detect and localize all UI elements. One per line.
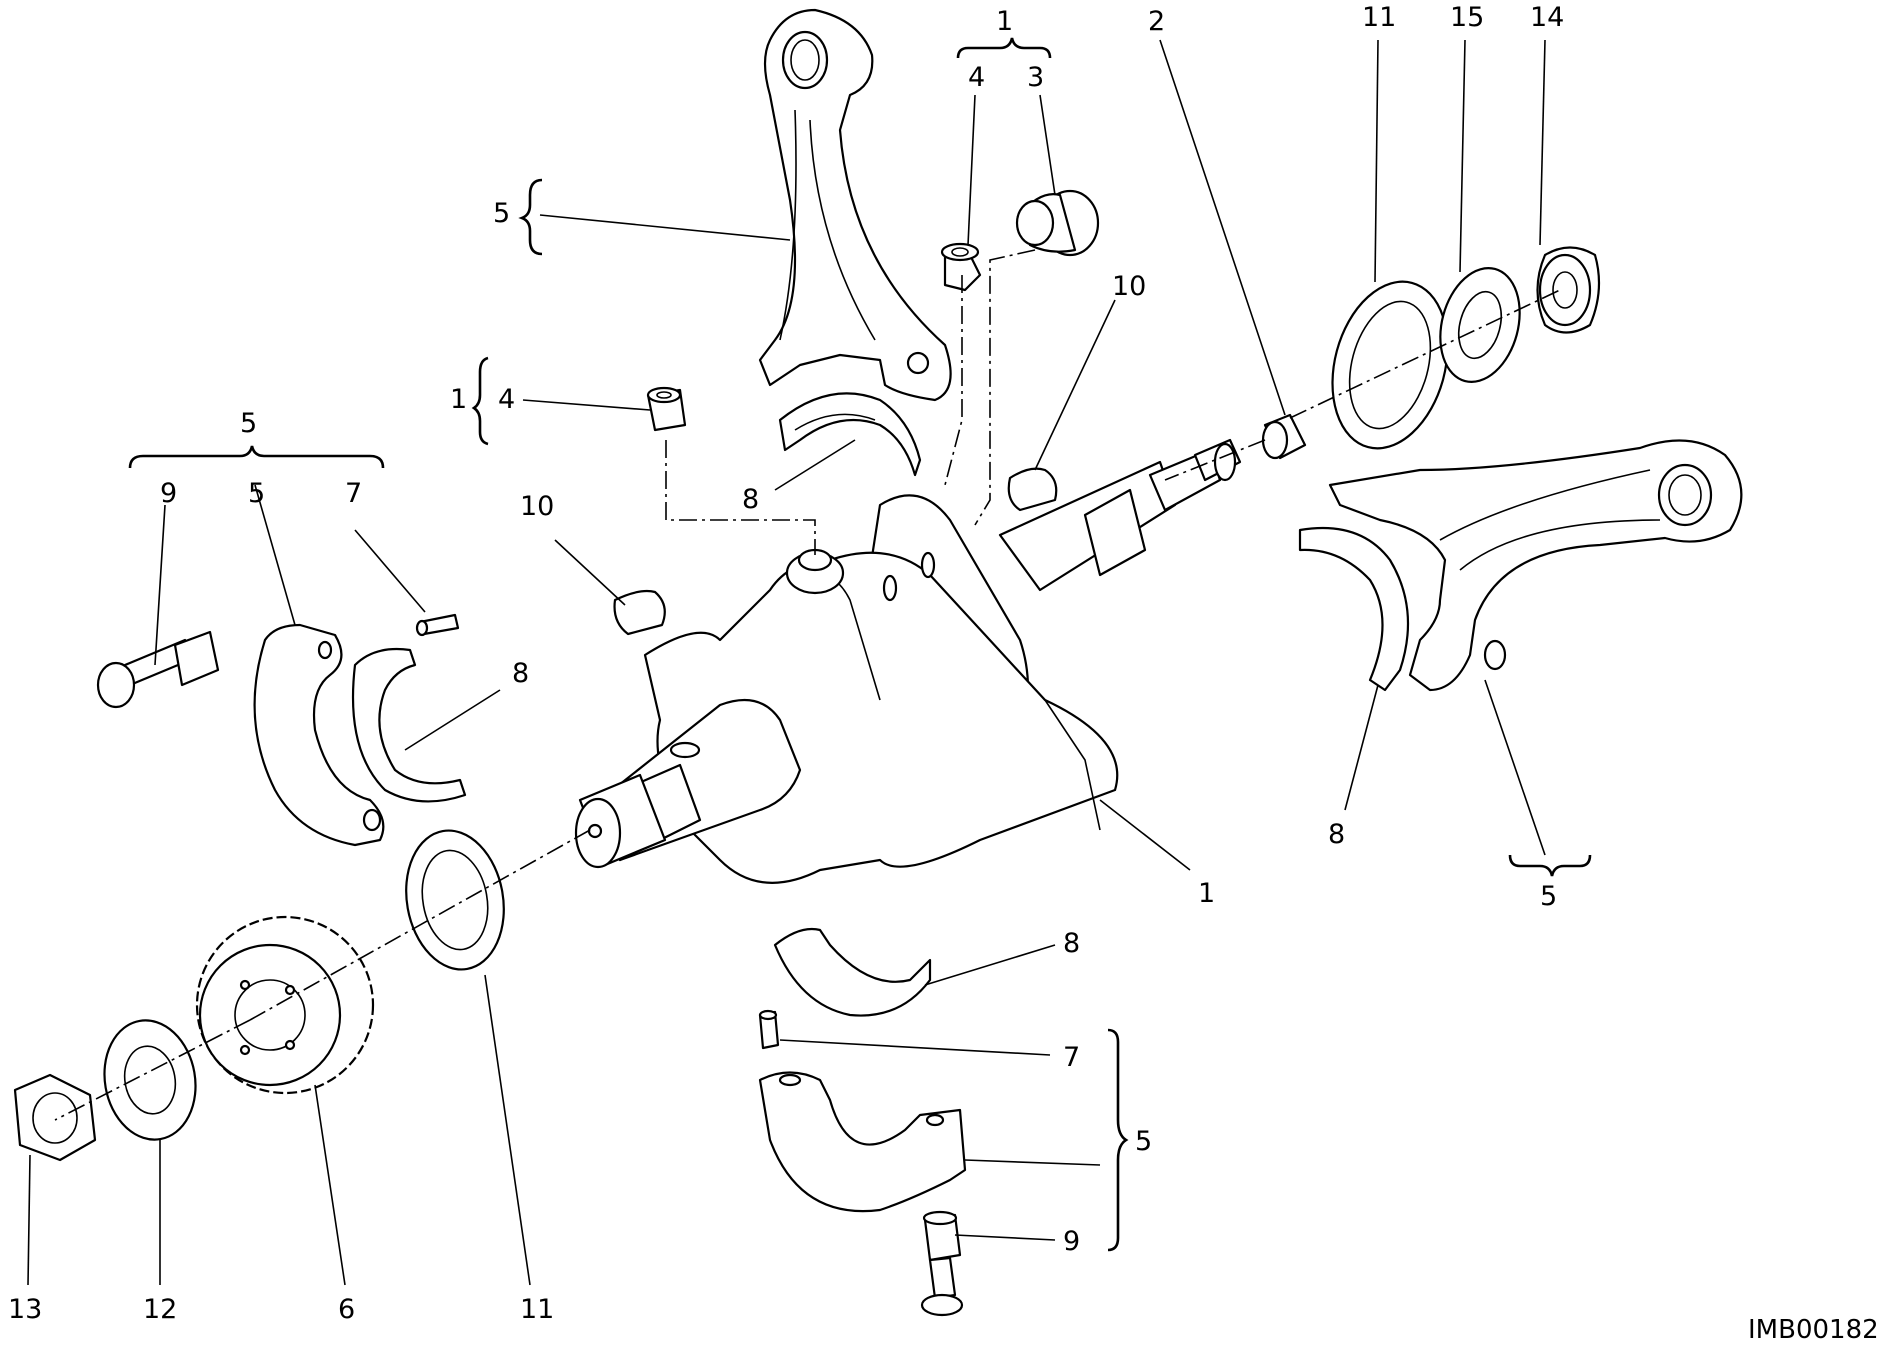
callout-bottom-bearing-shell: 8 [1063, 928, 1080, 959]
nut-13 [13, 1073, 97, 1162]
callout-key-left: 10 [520, 491, 554, 522]
callout-labels: 5 1 4 3 1 4 2 11 15 14 10 10 8 5 9 5 7 8… [8, 2, 1879, 1345]
callout-bottom-cap-group: 5 [1135, 1126, 1152, 1157]
bottom-bearing-shell-8 [773, 927, 932, 1017]
plug-3 [1015, 189, 1100, 257]
callout-top-conrod-group: 5 [493, 198, 510, 229]
callout-right-washer-large: 11 [1362, 2, 1396, 33]
callout-top-plug-group-item-4: 4 [968, 62, 985, 93]
nut-14-right [1536, 246, 1601, 334]
washer-15-right [1439, 267, 1521, 383]
callout-right-conrod-group: 5 [1540, 881, 1557, 912]
callout-key-upper-right: 10 [1112, 271, 1146, 302]
callout-right-bearing-shell: 8 [1328, 819, 1345, 850]
callout-top-plug-group: 1 [996, 6, 1013, 37]
top-bearing-shell [778, 392, 922, 477]
washer-12 [103, 1019, 197, 1141]
bottom-pin-7 [758, 1009, 780, 1050]
bottom-cap-5 [758, 1071, 967, 1213]
assembly-centerlines [54, 249, 1561, 1121]
callout-left-bearing-shell: 8 [512, 658, 529, 689]
callout-gear: 6 [338, 1294, 355, 1325]
callout-left-cap: 5 [248, 478, 265, 509]
top-connecting-rod [758, 8, 952, 402]
callout-left-pin: 7 [345, 478, 362, 509]
screw-4-top [940, 242, 982, 292]
plug-2 [1261, 413, 1307, 460]
callout-right-washer-small: 15 [1450, 2, 1484, 33]
left-bolt-9 [96, 630, 220, 709]
key-10-right [1007, 467, 1058, 512]
right-connecting-rod [1328, 439, 1743, 692]
callout-left-bolt: 9 [160, 478, 177, 509]
callout-left-cap-group: 5 [240, 408, 257, 439]
callout-bottom-bolt: 9 [1063, 1226, 1080, 1257]
callout-bottom-pin: 7 [1063, 1042, 1080, 1073]
callout-right-plug: 2 [1148, 6, 1165, 37]
callout-washer-left: 12 [143, 1294, 177, 1325]
washer-11-right [1331, 280, 1449, 450]
gear-6 [195, 915, 375, 1095]
key-10-left [613, 589, 666, 636]
callout-nut: 13 [8, 1294, 42, 1325]
leader-lines [27, 39, 1546, 1286]
left-cap-5 [253, 623, 385, 847]
spacer-11-left [405, 829, 505, 971]
crankshaft [574, 438, 1242, 884]
right-bearing-shell [1298, 526, 1410, 692]
callout-left-plug-group: 1 [450, 384, 467, 415]
callout-left-plug-group-item-4: 4 [498, 384, 515, 415]
drawing-code: IMB00182 [1748, 1315, 1879, 1345]
left-pin-7 [415, 613, 460, 637]
left-bearing-shell-8 [351, 647, 467, 803]
callout-right-nut: 14 [1530, 2, 1564, 33]
callout-top-bearing-shell: 8 [742, 484, 759, 515]
callout-spacer-left: 11 [520, 1294, 554, 1325]
screw-4-left [646, 386, 687, 432]
bottom-bolt-9 [920, 1210, 964, 1317]
callout-top-plug-group-item-3: 3 [1027, 62, 1044, 93]
group-brackets [128, 37, 1592, 1252]
callout-crankshaft: 1 [1198, 878, 1215, 909]
